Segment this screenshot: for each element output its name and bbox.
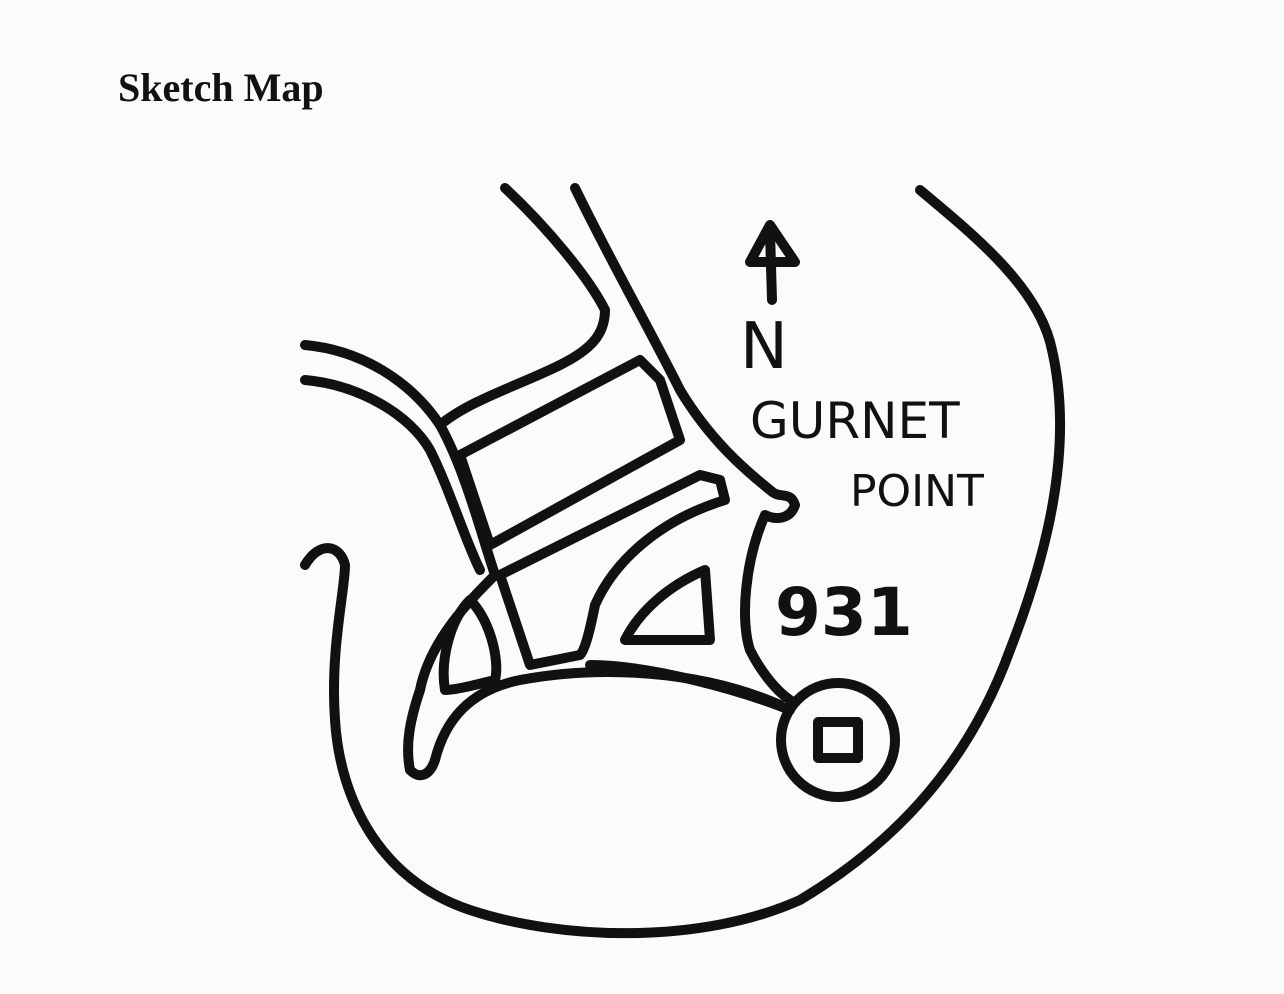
road-west-inner bbox=[300, 375, 485, 575]
north-label: N bbox=[740, 310, 788, 384]
road-to-point bbox=[585, 660, 795, 715]
road-north-left bbox=[435, 183, 610, 430]
landmark-circle bbox=[776, 678, 900, 802]
block-north bbox=[455, 355, 685, 550]
road-north-right bbox=[570, 183, 800, 705]
page-title: Sketch Map bbox=[118, 65, 324, 110]
block-middle bbox=[495, 470, 730, 670]
north-arrow-icon bbox=[745, 220, 800, 305]
place-name-line2: POINT bbox=[850, 466, 984, 517]
landmark-square bbox=[813, 717, 863, 763]
block-west-triangle bbox=[438, 595, 502, 695]
block-east-triangle bbox=[620, 565, 715, 646]
road-west-outer bbox=[300, 340, 785, 781]
route-number: 931 bbox=[775, 574, 913, 651]
coastline bbox=[300, 185, 1066, 939]
place-name-line1: GURNET bbox=[750, 392, 960, 450]
